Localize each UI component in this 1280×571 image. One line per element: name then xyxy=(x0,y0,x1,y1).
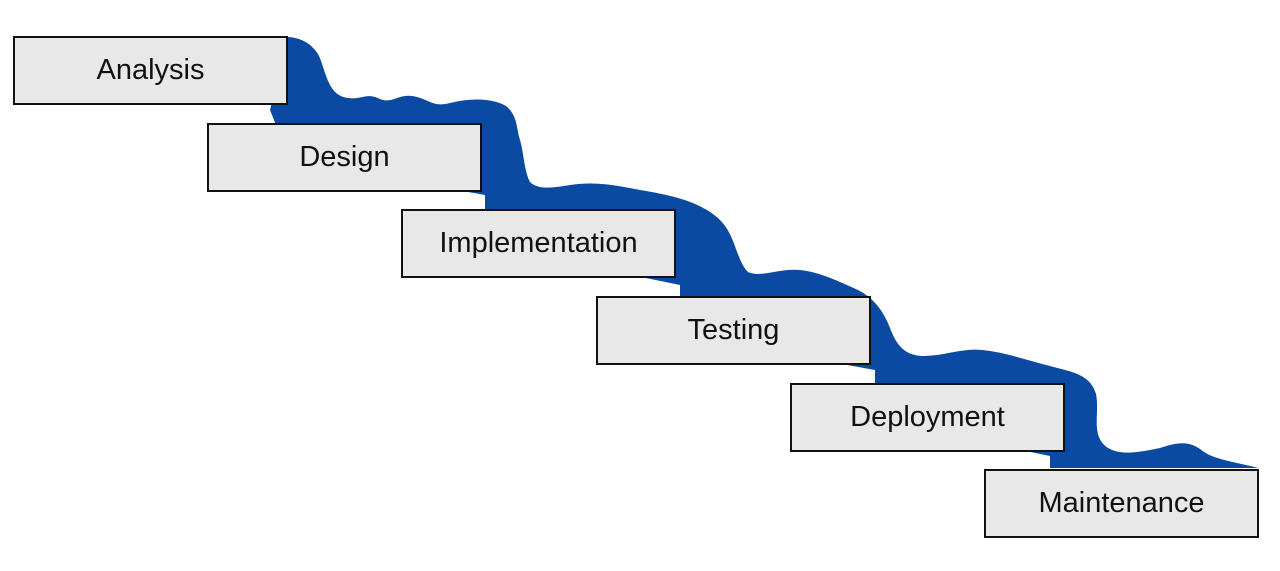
stage-box-implementation: Implementation xyxy=(401,209,676,278)
stage-box-testing: Testing xyxy=(596,296,871,365)
stage-label-testing: Testing xyxy=(687,314,780,346)
stage-label-design: Design xyxy=(299,141,390,173)
stage-label-implementation: Implementation xyxy=(439,227,638,259)
stage-label-maintenance: Maintenance xyxy=(1038,487,1205,519)
stage-box-maintenance: Maintenance xyxy=(984,469,1259,538)
water-flow-shape xyxy=(270,37,1258,468)
stage-box-deployment: Deployment xyxy=(790,383,1065,452)
stage-label-analysis: Analysis xyxy=(96,54,205,86)
stage-box-design: Design xyxy=(207,123,482,192)
stage-label-deployment: Deployment xyxy=(850,401,1005,433)
stage-box-analysis: Analysis xyxy=(13,36,288,105)
